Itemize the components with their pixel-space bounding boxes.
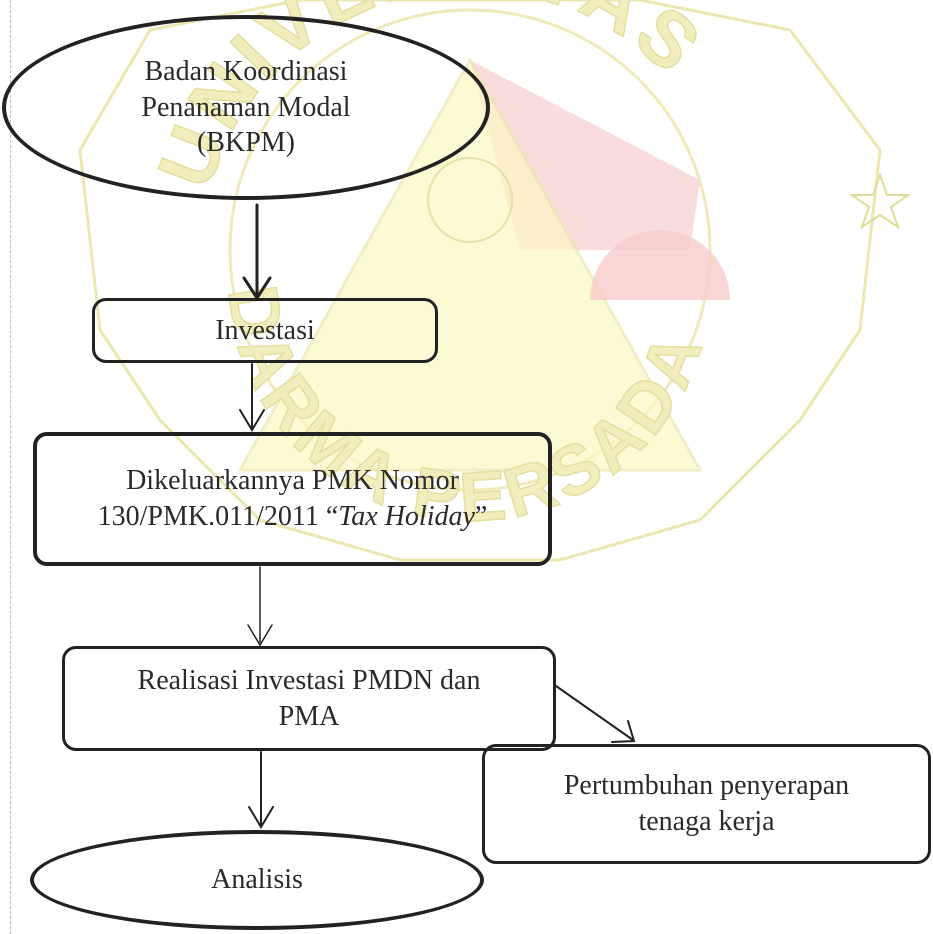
node-bkpm-line-3: (BKPM): [196, 127, 295, 159]
node-pmk-line-2-prefix: 130/PMK.011/2011 “: [97, 501, 339, 532]
node-realisasi-label: Realisasi Investasi PMDN dan PMA: [138, 663, 481, 735]
node-investasi-label: Investasi: [215, 314, 315, 346]
node-pertumbuhan-label: Pertumbuhan penyerapan tenaga kerja: [564, 768, 849, 840]
watermark-star-icon: [848, 171, 912, 230]
watermark-inner-circle: [228, 8, 712, 492]
node-analisis: Analisis: [30, 830, 484, 930]
node-pmk-line-1: Dikeluarkannya PMK Nomor: [126, 465, 459, 497]
node-pmk-tax-holiday: Tax Holiday: [338, 501, 475, 532]
node-bkpm-line-1: Badan Koordinasi: [144, 55, 348, 87]
node-bkpm-line-2: Penanaman Modal: [141, 91, 351, 123]
arrowhead-realisasi-to-pertumbuhan: [611, 720, 636, 743]
node-investasi: Investasi: [92, 298, 438, 363]
node-pmk-line-2-suffix: ”: [474, 501, 488, 532]
watermark-emblem-figure: [427, 157, 513, 243]
watermark-flag-disk: [590, 230, 730, 300]
watermark-yellow-triangle: [237, 56, 703, 472]
page-margin-line: [10, 0, 11, 934]
node-bkpm: Badan Koordinasi Penanaman Modal (BKPM): [2, 15, 490, 200]
node-pmk: Dikeluarkannya PMK Nomor 130/PMK.011/201…: [33, 432, 552, 566]
node-pmk-label: Dikeluarkannya PMK Nomor 130/PMK.011/201…: [98, 463, 488, 535]
node-realisasi-line-2: PMA: [278, 700, 340, 732]
node-realisasi: Realisasi Investasi PMDN dan PMA: [62, 646, 556, 751]
arrowhead-realisasi-to-analisis: [248, 806, 274, 829]
node-pertumbuhan-line-2: tenaga kerja: [638, 806, 775, 837]
node-analisis-label: Analisis: [211, 864, 303, 896]
node-pertumbuhan-line-1: Pertumbuhan penyerapan: [563, 770, 850, 802]
node-realisasi-line-1: Realisasi Investasi PMDN dan: [137, 664, 481, 696]
arrowhead-investasi-to-pmk: [239, 409, 265, 432]
node-bkpm-label: Badan Koordinasi Penanaman Modal (BKPM): [141, 54, 350, 161]
arrow-realisasi-to-pertumbuhan: [555, 685, 634, 741]
node-pertumbuhan: Pertumbuhan penyerapan tenaga kerja: [482, 744, 931, 864]
arrowhead-pmk-to-realisasi: [247, 624, 273, 647]
node-pmk-line-2: 130/PMK.011/2011 “Tax Holiday”: [98, 499, 488, 535]
watermark-shield-outline: [78, 0, 882, 562]
